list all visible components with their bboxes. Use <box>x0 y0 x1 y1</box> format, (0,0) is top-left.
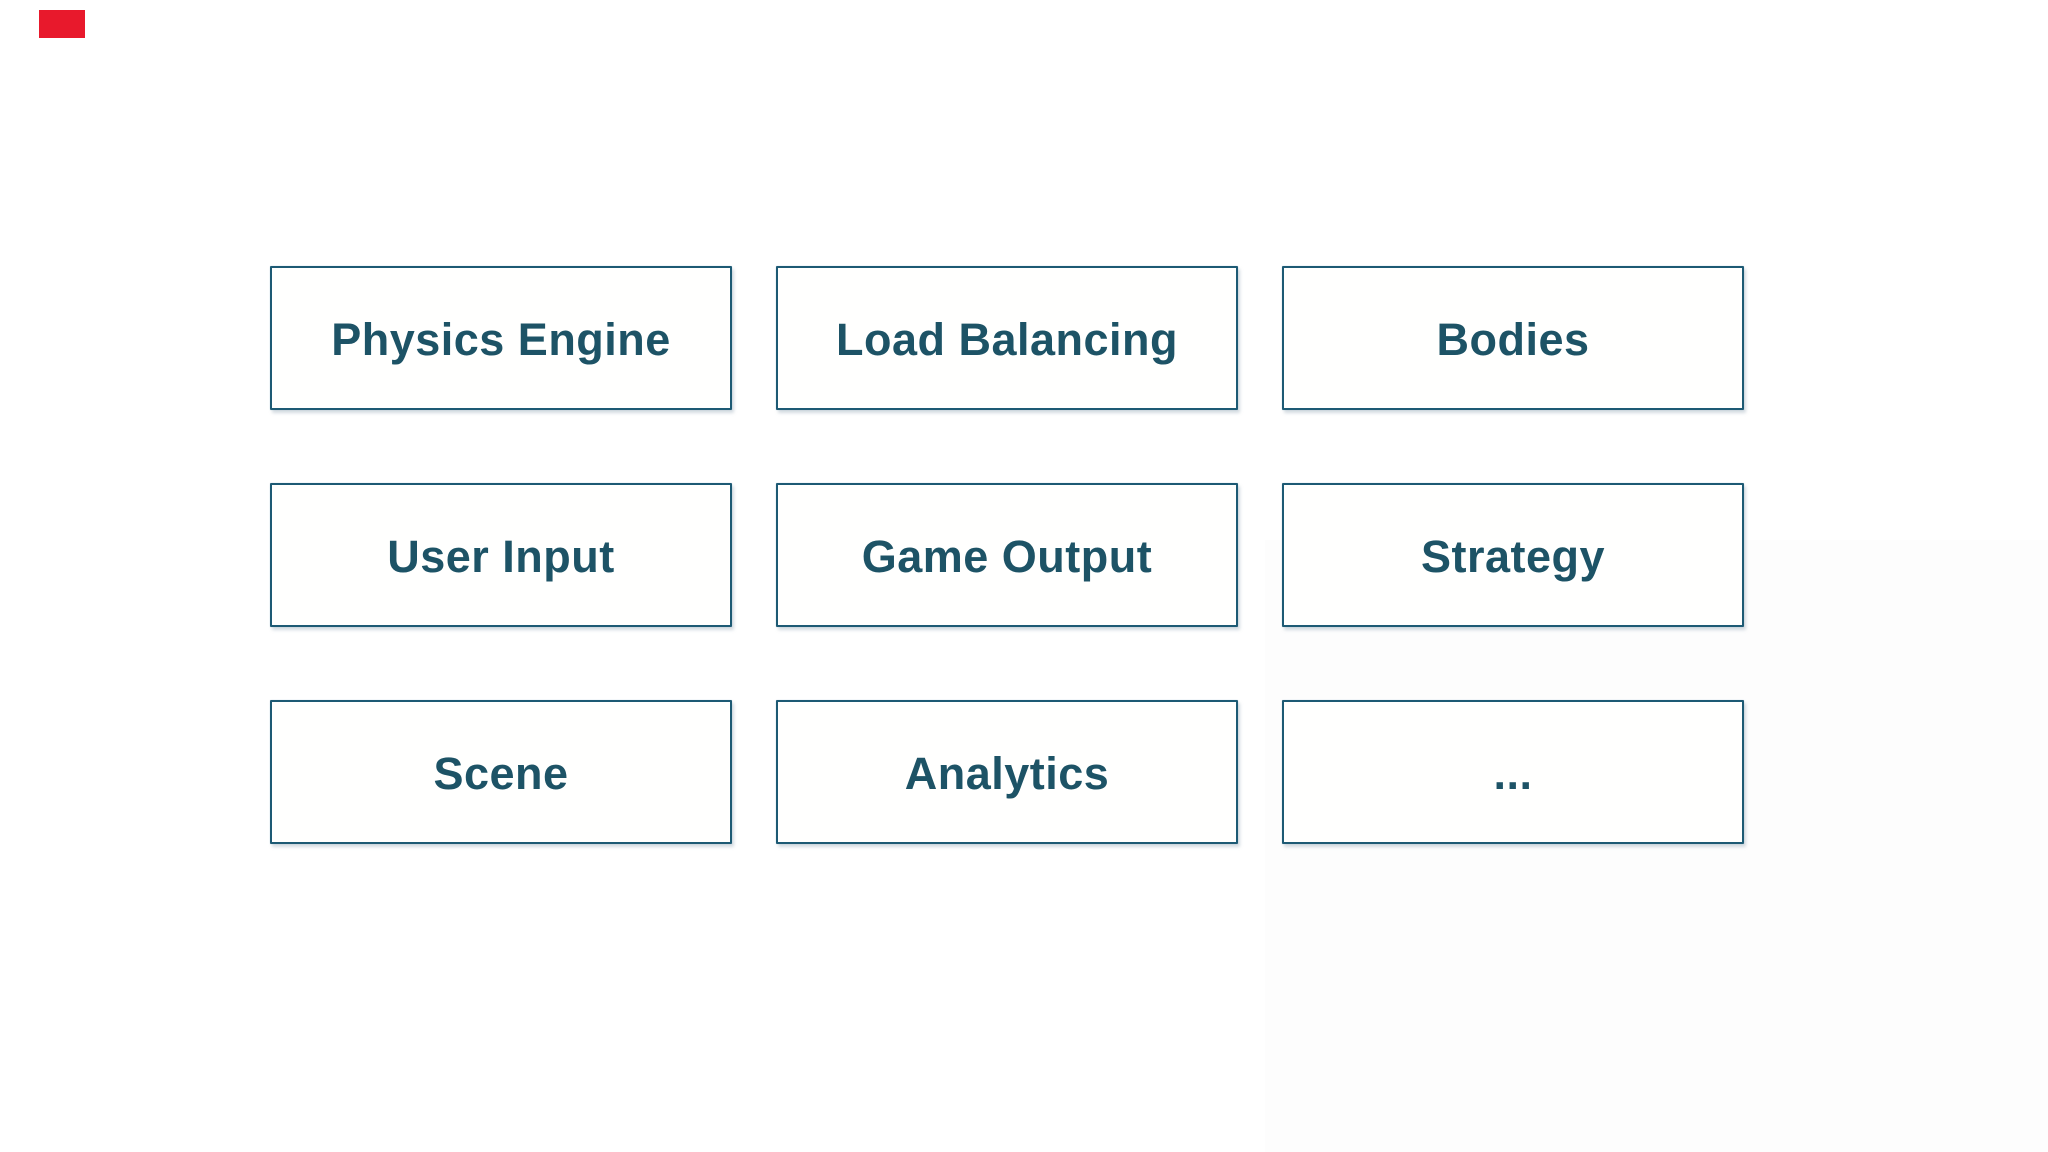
node-analytics: Analytics <box>776 700 1238 844</box>
node-label: Bodies <box>1436 314 1590 365</box>
node-label: Scene <box>433 748 569 799</box>
node-user-input: User Input <box>270 483 732 627</box>
node-label: Physics Engine <box>331 314 671 365</box>
node-label: Analytics <box>904 748 1110 799</box>
background-tint <box>1265 540 2048 1152</box>
node-label: ... <box>1493 748 1533 799</box>
node-load-balancing: Load Balancing <box>776 266 1238 410</box>
node-label: User Input <box>387 531 615 582</box>
node-label: Game Output <box>861 531 1153 582</box>
node-physics-engine: Physics Engine <box>270 266 732 410</box>
node-label: Load Balancing <box>835 314 1179 365</box>
node-game-output: Game Output <box>776 483 1238 627</box>
node-label: Strategy <box>1420 531 1606 582</box>
red-marker <box>39 10 85 38</box>
node-bodies: Bodies <box>1282 266 1744 410</box>
component-grid: Physics Engine Load Balancing Bodies Use… <box>270 266 1744 844</box>
node-strategy: Strategy <box>1282 483 1744 627</box>
node-scene: Scene <box>270 700 732 844</box>
node-ellipsis: ... <box>1282 700 1744 844</box>
